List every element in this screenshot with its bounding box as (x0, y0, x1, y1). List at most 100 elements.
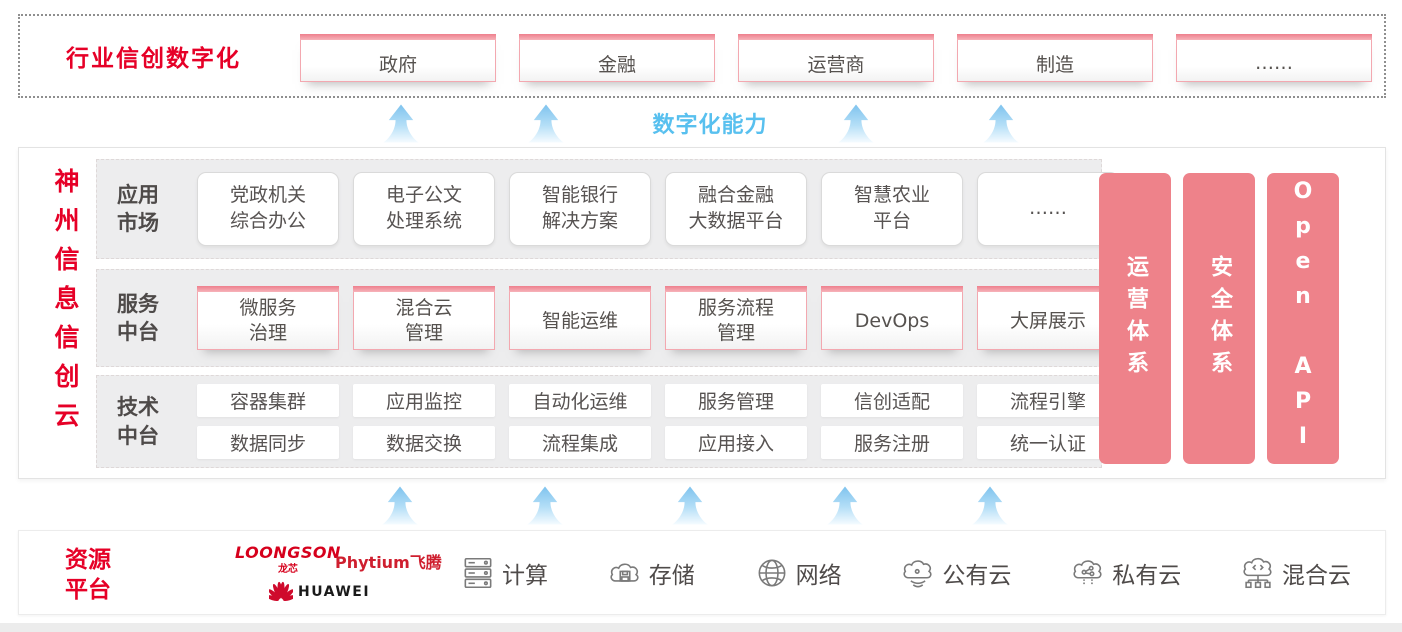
tab-accent-strip (519, 34, 715, 40)
industry-tab-label: 政府 (378, 53, 417, 76)
tab-accent-strip (300, 34, 496, 40)
industry-tab-finance: 金融 (519, 34, 715, 82)
tech-card: 应用接入 (665, 426, 807, 459)
industry-tab-government: 政府 (300, 34, 496, 82)
side-bar-label: 运营体系 (1123, 254, 1148, 383)
app-card: 融合金融 大数据平台 (665, 172, 807, 246)
service-card: 混合云 管理 (353, 286, 495, 350)
resource-section-title: 资源 平台 (65, 547, 111, 603)
phytium-logo: Phytium飞腾 (335, 549, 442, 573)
service-card-label: DevOps (854, 309, 930, 332)
network-icon (758, 559, 786, 586)
resource-item-label: 公有云 (942, 562, 1012, 589)
card-accent-strip (197, 286, 339, 292)
up-arrow-icon (983, 104, 1019, 143)
app-card-more: …… (977, 172, 1119, 246)
tech-card: 流程集成 (509, 426, 651, 459)
app-market-row: 应用 市场 党政机关 综合办公 电子公文 处理系统 智能银行 解决方案 融合金融… (96, 159, 1119, 259)
app-market-label: 应用 市场 (117, 182, 159, 235)
app-card: 智慧农业 平台 (821, 172, 963, 246)
huawei-flower-icon (269, 581, 293, 602)
tech-card: 信创适配 (821, 384, 963, 417)
service-platform-label: 服务 中台 (117, 291, 159, 344)
industry-tab-label: 制造 (1035, 53, 1074, 76)
resource-item-label: 网络 (795, 562, 842, 589)
huawei-logo-text: HUAWEI (298, 584, 371, 600)
up-arrow-icon (527, 486, 563, 525)
service-card-label: 微服务 治理 (239, 297, 297, 344)
card-accent-strip (353, 286, 495, 292)
vendor-logos: LOONGSON 龙芯 Phytium飞腾 (217, 539, 447, 609)
hybrid-cloud-icon (1243, 557, 1272, 588)
app-market-cards: 党政机关 综合办公 电子公文 处理系统 智能银行 解决方案 融合金融 大数据平台… (197, 172, 1119, 246)
tech-card: 数据同步 (197, 426, 339, 459)
storage-icon (610, 563, 639, 582)
up-arrow-icon (382, 486, 418, 525)
industry-tab-manufacturing: 制造 (957, 34, 1153, 82)
tab-accent-strip (957, 34, 1153, 40)
service-platform-cards: 微服务 治理 混合云 管理 智能运维 服务流程 管理 DevOps 大屏展示 (197, 286, 1119, 350)
loongson-logo: LOONGSON 龙芯 (235, 543, 341, 575)
service-card-label: 混合云 管理 (395, 297, 453, 344)
service-card: 智能运维 (509, 286, 651, 350)
resource-item-private-cloud: 私有云 (1069, 554, 1181, 592)
tech-card: 统一认证 (977, 426, 1119, 459)
tech-card: 自动化运维 (509, 384, 651, 417)
tab-accent-strip (738, 34, 934, 40)
industry-tab-carrier: 运营商 (738, 34, 934, 82)
service-card: 服务流程 管理 (665, 286, 807, 350)
industry-section-title: 行业信创数字化 (66, 46, 241, 72)
private-cloud-icon (1073, 559, 1102, 586)
industry-tab-label: …… (1255, 52, 1293, 74)
card-accent-strip (977, 286, 1119, 292)
app-card: 智能银行 解决方案 (509, 172, 651, 246)
resource-item-label: 私有云 (1112, 562, 1182, 589)
loongson-logo-text: LOONGSON (235, 543, 341, 562)
resource-item-storage: 存储 (606, 554, 695, 592)
bottom-divider (0, 623, 1402, 632)
up-arrow-icon (838, 104, 874, 143)
resource-item-public-cloud: 公有云 (899, 554, 1011, 592)
service-card-label: 智能运维 (541, 309, 618, 332)
tech-card: 容器集群 (197, 384, 339, 417)
service-card: DevOps (821, 286, 963, 350)
platform-title-vertical: 神州信息信创云 (51, 168, 80, 441)
card-accent-strip (509, 286, 651, 292)
service-card-label: 大屏展示 (1009, 309, 1086, 332)
digital-capability-label: 数字化能力 (652, 113, 768, 138)
app-card: 党政机关 综合办公 (197, 172, 339, 246)
huawei-logo: HUAWEI (269, 581, 370, 603)
tech-card: 流程引擎 (977, 384, 1119, 417)
tech-platform-cards: 容器集群 应用监控 自动化运维 服务管理 信创适配 流程引擎 数据同步 数据交换… (197, 384, 1119, 459)
phytium-logo-text: Phytium飞腾 (335, 553, 442, 572)
tech-platform-label: 技术 中台 (117, 395, 159, 448)
service-card: 微服务 治理 (197, 286, 339, 350)
card-accent-strip (821, 286, 963, 292)
side-bar-security: 安全体系 (1183, 173, 1255, 464)
side-bar-open-api: Open API (1267, 173, 1339, 464)
tab-accent-strip (1176, 34, 1372, 40)
app-card: 电子公文 处理系统 (353, 172, 495, 246)
industry-tab-label: 运营商 (807, 53, 865, 76)
industry-section: 行业信创数字化 政府 金融 运营商 制造 …… (18, 14, 1386, 98)
loongson-logo-cn: 龙芯 (277, 564, 298, 575)
resource-items: 计算 存储 网络 (459, 531, 1351, 614)
public-cloud-icon (903, 559, 932, 587)
up-arrow-icon (383, 104, 419, 143)
tech-card: 数据交换 (353, 426, 495, 459)
resource-item-hybrid-cloud: 混合云 (1239, 554, 1351, 592)
industry-tab-label: 金融 (597, 53, 636, 76)
up-arrow-icon (672, 486, 708, 525)
compute-icon (464, 557, 492, 588)
platform-section: 神州信息信创云 应用 市场 党政机关 综合办公 电子公文 处理系统 智能银行 解… (18, 147, 1386, 479)
service-platform-row: 服务 中台 微服务 治理 混合云 管理 智能运维 服务流程 管理 DevOps … (96, 269, 1119, 367)
resource-section: 资源 平台 LOONGSON 龙芯 Phytium飞腾 (18, 530, 1386, 615)
service-card-label: 服务流程 管理 (697, 297, 774, 344)
side-bar-label: 安全体系 (1207, 254, 1232, 383)
card-accent-strip (665, 286, 807, 292)
industry-tabs: 政府 金融 运营商 制造 …… (300, 34, 1372, 82)
tech-card: 应用监控 (353, 384, 495, 417)
tech-card: 服务管理 (665, 384, 807, 417)
resource-item-compute: 计算 (459, 554, 548, 592)
